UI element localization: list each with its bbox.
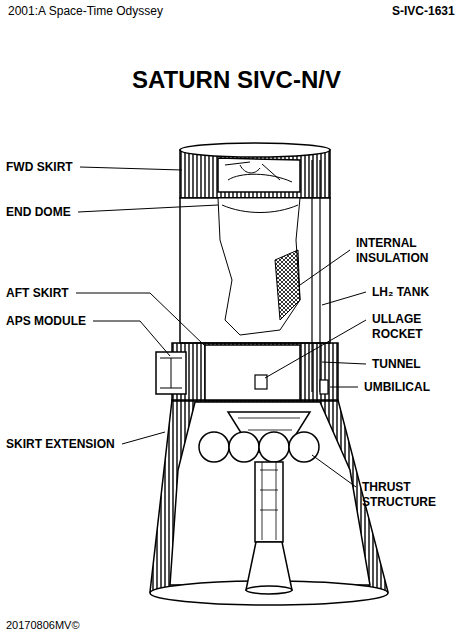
document-number: S-IVC-1631 — [392, 4, 470, 19]
part-label: LH₂ TANK — [372, 285, 468, 300]
part-label: INTERNAL INSULATION — [356, 236, 460, 266]
part-label: AFT SKIRT — [6, 286, 116, 301]
part-label: ULLAGE ROCKET — [372, 312, 462, 342]
part-label: THRUST STRUCTURE — [362, 480, 466, 510]
diagram-title: SATURN SIVC-N/V — [0, 66, 473, 94]
part-label: FWD SKIRT — [6, 160, 116, 175]
part-label: TUNNEL — [372, 357, 462, 372]
part-label: APS MODULE — [6, 314, 116, 329]
part-label: SKIRT EXTENSION — [6, 437, 156, 452]
copyright-note: 20170806MV© — [6, 618, 206, 633]
header-text: 2001:A Space-Time Odyssey — [8, 4, 228, 19]
part-label: END DOME — [6, 205, 116, 220]
part-label: UMBILICAL — [364, 380, 464, 395]
